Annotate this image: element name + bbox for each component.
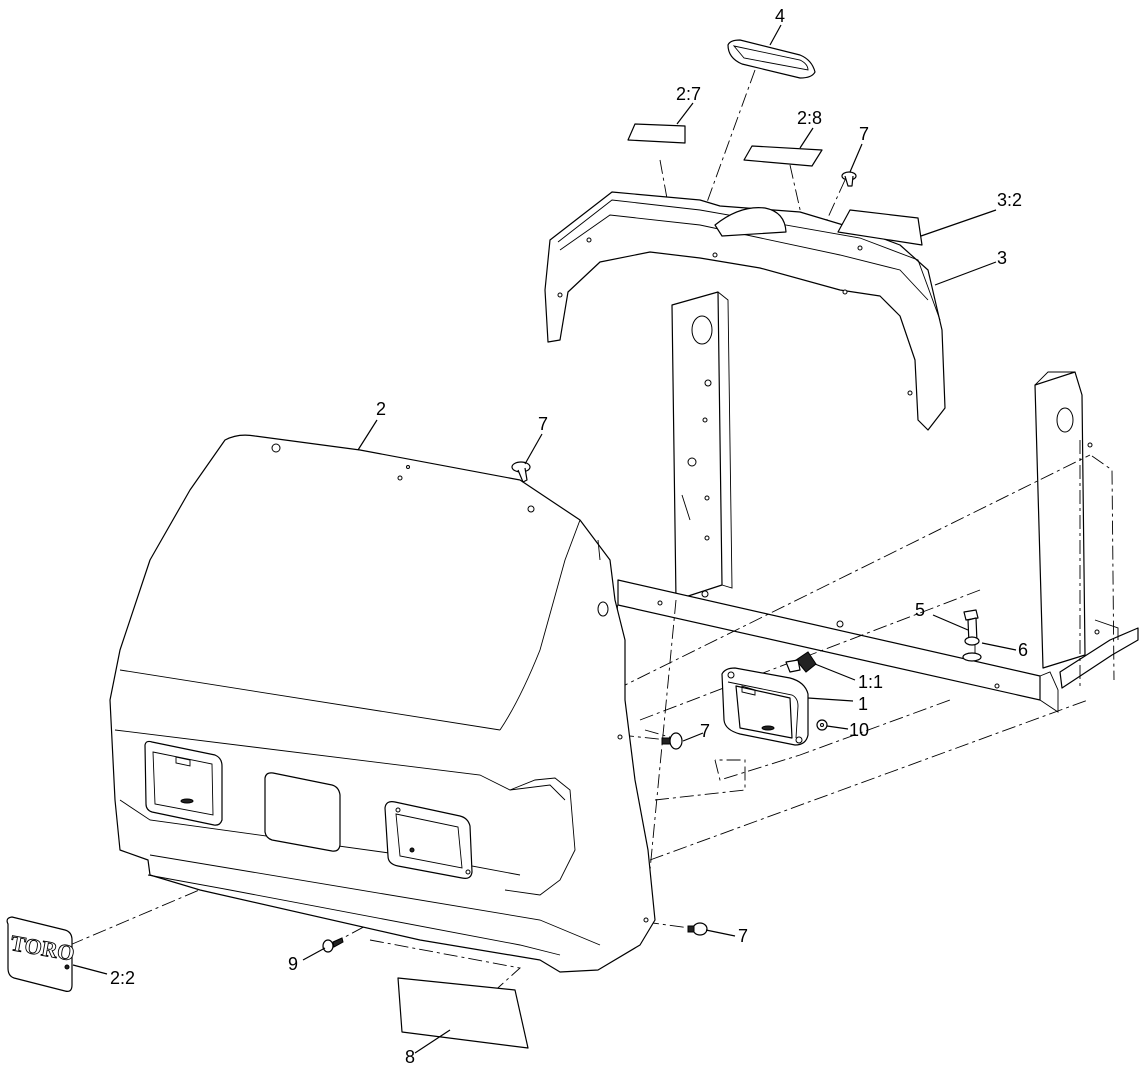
decal-2-8 [743,145,823,167]
callout-4: 4 [775,6,785,26]
callout-5: 5 [915,600,925,620]
push-rivet-side [661,732,683,750]
push-rivet-bottom [687,922,708,936]
push-rivet-top [841,171,857,187]
work-light [721,667,809,746]
washer-small [816,719,828,731]
rear-fender [544,191,946,431]
leader-lines [72,24,1017,1054]
callout-labels: 4 2:7 2:8 7 3:2 3 2 7 5 6 1:1 1 7 10 7 2… [110,6,1028,1067]
callout-7-bottom: 7 [738,926,748,946]
decal-2-7 [627,123,686,144]
callout-7-side: 7 [700,721,710,741]
frame-assembly [617,291,1139,713]
light-bulb [785,651,817,673]
callout-2: 2 [376,399,386,419]
callout-3-2: 3:2 [997,190,1022,210]
callout-10: 10 [849,720,869,740]
callout-2-2: 2:2 [110,968,135,988]
callout-6: 6 [1018,640,1028,660]
callout-3: 3 [997,248,1007,268]
callout-2-7: 2:7 [676,84,701,104]
decal-3-2 [837,209,923,246]
callout-2-8: 2:8 [797,108,822,128]
screw [322,937,344,953]
light-trim-ring [727,39,816,79]
push-rivet-hood [511,461,531,483]
hood [109,434,656,973]
callout-7-top: 7 [859,124,869,144]
callout-1: 1 [858,694,868,714]
callout-8: 8 [405,1047,415,1067]
callout-7-hood: 7 [538,414,548,434]
decal-8 [397,977,529,1049]
toro-emblem: TORO [6,916,77,992]
callout-9: 9 [288,954,298,974]
callout-1-1: 1:1 [858,672,883,692]
washer [962,636,982,662]
